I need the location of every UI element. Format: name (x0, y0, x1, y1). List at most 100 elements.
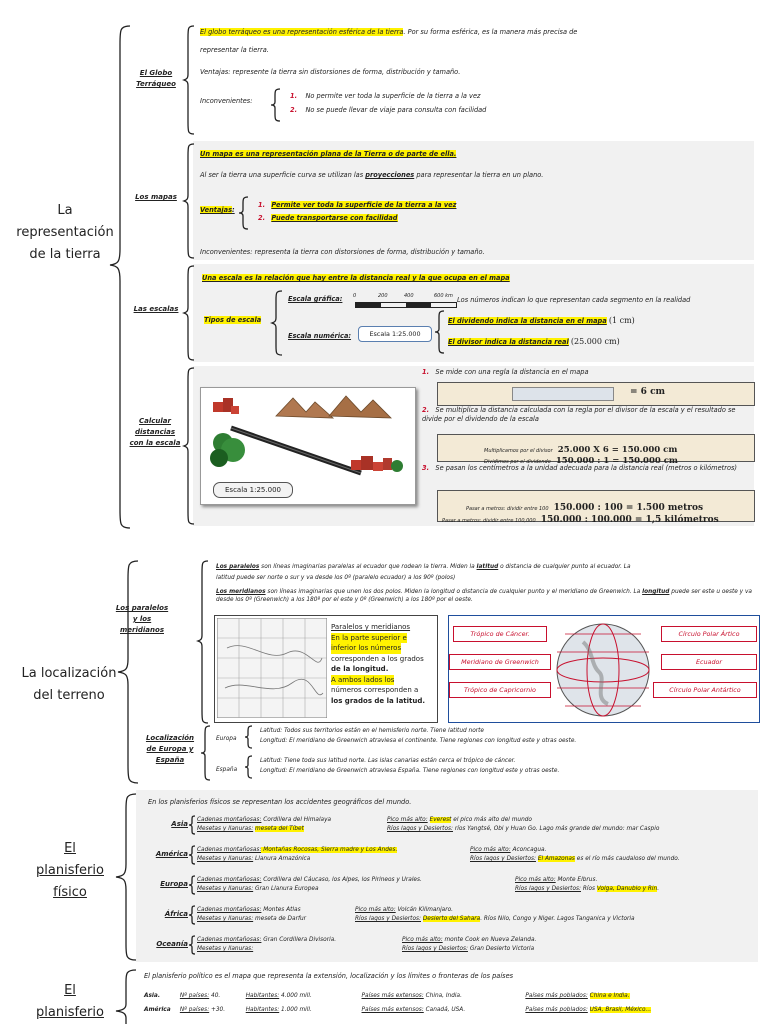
value: Montañas Rocosas, Sierra madre y Los And… (261, 847, 398, 853)
key: Mesetas y llanuras: (197, 946, 254, 952)
key: Cadenas montañosas: (197, 817, 262, 823)
calc-big: 150.000 : 1 = 150.000 cm (555, 456, 678, 466)
right-line-1: Pico más alto: Everest el pico más alto … (387, 816, 532, 824)
mapas-ventaja-1: 1. Permite ver toda la superficie de la … (258, 201, 457, 210)
step-number: 1. (422, 368, 430, 376)
subtitle-line: con la escala (129, 439, 181, 447)
right-line-1: Pico más alto: monte Cook en Nueva Zelan… (402, 936, 536, 944)
meridianos-desc: Los meridianos son líneas imaginarias qu… (216, 588, 756, 604)
title-line: planisferio (36, 1005, 104, 1020)
politico-row-asia: Asia. Nº países: 40. Habitantes: 4.000 m… (144, 992, 756, 1000)
section-title-fisico: El planisferio físico (30, 838, 110, 904)
value: Llanura Amazónica (253, 856, 311, 862)
highlight: Desierto del Sahara (422, 916, 481, 922)
label-meridiano-greenwich: Meridiano de Greenwich (449, 654, 551, 670)
section-planisferio-fisico: El planisferio físico En los planisferio… (0, 790, 768, 962)
escalas-def-text: Una escala es la relación que hay entre … (202, 274, 510, 282)
calc-small: Pasar a metros: dividir entre 100,000 (442, 518, 536, 524)
value: +30. (209, 1007, 226, 1013)
section-title-representacion: La representación de la tierra (6, 200, 124, 266)
text-part: para representar la tierra en un plano. (414, 171, 544, 179)
right-line-2: Ríos lagos y Desiertos: ríos Yangtsé, Ob… (387, 825, 659, 833)
continent-name: Asia. (144, 993, 161, 999)
left-line-1: Cadenas montañosas: Cordillera del Cáuca… (197, 876, 422, 884)
continent-name: América (155, 850, 188, 858)
value: 4.000 mill. (279, 993, 312, 999)
ventajas-label-text: Ventajas (200, 206, 233, 214)
calc-small: Multiplicamos por el divisor (484, 448, 553, 454)
text-part: son líneas imaginarias que unen los dos … (265, 589, 641, 595)
mapas-definition: Un mapa es una representación plana de l… (200, 150, 457, 159)
subtitle-line: distancias (134, 428, 176, 436)
subtitle-line: El Globo (139, 69, 173, 77)
value: USA, Brasil, México... (589, 1007, 652, 1013)
title-line: El (64, 983, 76, 998)
divisor-text: El divisor indica la distancia real (448, 338, 569, 346)
key: Países más extensos: (361, 993, 424, 999)
term: longitud (642, 589, 670, 595)
key: Mesetas y llanuras: (197, 856, 254, 862)
subtitle-line: Terráqueo (136, 80, 176, 88)
divisor-row: El divisor indica la distancia real (25.… (448, 337, 620, 347)
brace-paralelos (196, 560, 209, 724)
brace-numerica (434, 310, 445, 354)
item-text: No se puede llevar de viaje para consult… (305, 106, 487, 114)
fisico-intro: En los planisferios físicos se represent… (148, 798, 412, 806)
right-line-2: Ríos lagos y Desiertos: Desierto del Sah… (355, 915, 635, 923)
paralelos-card-text: Paralelos y meridianos En la parte super… (331, 622, 435, 706)
globo-definition: El globo terráqueo es una representación… (200, 28, 577, 37)
scale-tick-0: 0 (353, 293, 357, 299)
key: Ríos lagos y Desiertos: (470, 856, 536, 862)
convert-box: Pasar a metros: dividir entre 100 150.00… (437, 490, 755, 525)
globo-def-line2: representar la tierra. (200, 46, 269, 54)
subtitle-escalas: Las escalas (133, 305, 179, 313)
right-line-1: Pico más alto: Monte Elbrus. (515, 876, 597, 884)
paralelos-desc: Los paralelos son líneas imaginarias par… (216, 563, 756, 571)
ruler-icon (512, 387, 614, 401)
item-text: No permite ver toda la superficie de la … (305, 92, 481, 100)
value: 1.000 mill. (279, 1007, 312, 1013)
graphic-scale-bar (355, 302, 457, 308)
key: Países más extensos: (361, 1007, 424, 1013)
calc-big: 25.000 X 6 = 150.000 cm (557, 445, 678, 455)
item-text: Puede transportarse con facilidad (271, 214, 398, 222)
calc-big: 150.000 : 100 = 1.500 metros (553, 503, 704, 513)
tipos-escala-text: Tipos de escala (204, 316, 262, 324)
mapas-inconv: Inconvenientes: representa la tierra con… (200, 248, 485, 256)
key: Habitantes: (245, 993, 280, 999)
value: Gran Desierto Victoria (467, 946, 535, 952)
key: Nº países: (179, 993, 210, 999)
subtitle-paralelos: Los paralelos y los meridianos (112, 603, 172, 636)
key: Mesetas y llanuras: (197, 886, 254, 892)
globe-card: Trópico de Cáncer. Meridiano de Greenwic… (448, 615, 760, 723)
section-planisferio-politico: El planisferio El planisferio político e… (0, 966, 768, 1024)
value: . Ríos Nilo, Congo y Niger. Lagos Tangan… (480, 916, 635, 922)
value: ríos Yangtsé, Obi y Huan Go. Lago más gr… (452, 826, 660, 832)
subtitle-line: Localización (145, 734, 195, 742)
key: Países más poblados: (525, 1007, 588, 1013)
continent-row-america: América Cadenas montañosas: Montañas Roc… (140, 844, 756, 866)
key: Mesetas y llanuras: (197, 826, 254, 832)
brace-es-detail (244, 755, 253, 779)
highlight: El Amazonas (537, 856, 575, 862)
dividendo-row: El dividendo indica la distancia en el m… (448, 316, 635, 326)
brace-tipos (270, 290, 283, 356)
title-line: La (57, 203, 73, 218)
meters-row: Pasar a metros: dividir entre 100 150.00… (466, 495, 703, 514)
term: latitud (476, 564, 499, 570)
continent-brace (188, 875, 196, 895)
title-line: representación (16, 225, 114, 240)
key: Pico más alto: (470, 847, 511, 853)
right-line-2: Ríos lagos y Desiertos: El Amazonas es e… (470, 855, 680, 863)
subtitle-globo: El Globo Terráqueo (128, 68, 184, 90)
key: Ríos lagos y Desiertos: (355, 916, 421, 922)
mapas-proyecciones: Al ser la tierra una superficie curva se… (200, 171, 543, 180)
value: meseta del Tíbet (255, 826, 304, 832)
tipos-escala: Tipos de escala (204, 316, 262, 325)
item-text: Permite ver toda la superficie de la tie… (271, 201, 457, 209)
step-number: 2. (422, 406, 430, 414)
left-line-1: Cadenas montañosas: Gran Cordillera Divi… (197, 936, 336, 944)
value: Volcán Kilimanjaro. (395, 907, 454, 913)
mapas-ventajas-label: Ventajas: (200, 206, 235, 214)
proyecciones-term: proyecciones (365, 171, 415, 179)
